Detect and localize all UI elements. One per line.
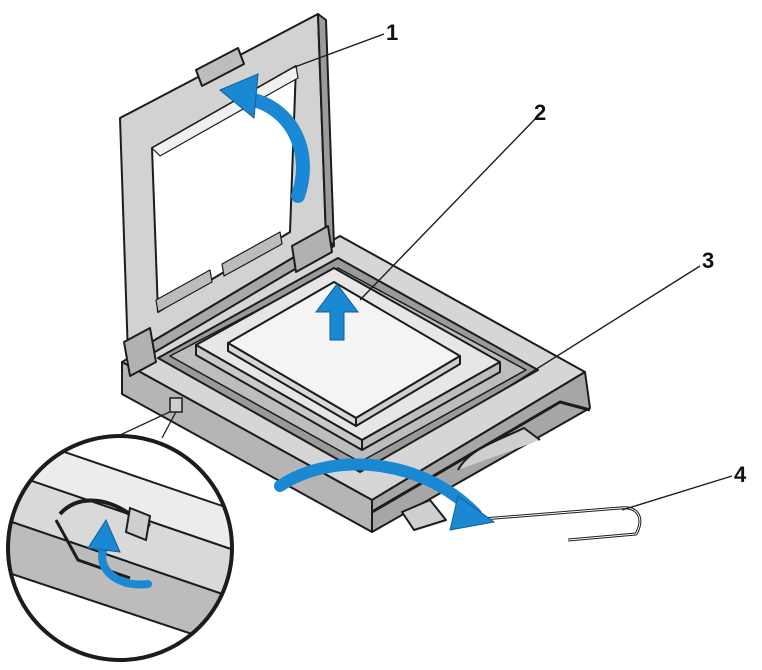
leader-line-1 — [291, 33, 385, 69]
callout-label-3: 3 — [702, 248, 714, 273]
lever-arrow-icon — [274, 458, 496, 531]
leader-line-2 — [359, 117, 537, 301]
cover-tab — [195, 47, 245, 87]
callout-label-1: 1 — [386, 20, 398, 45]
callout-label-2: 2 — [534, 100, 546, 125]
callout-leaders — [291, 33, 733, 511]
detail-arrow-icon — [87, 518, 152, 589]
processor-cover — [119, 13, 335, 377]
leader-line-4 — [621, 475, 733, 511]
processor-arrow-icon — [315, 283, 359, 341]
release-lever — [371, 400, 642, 542]
callout-label-4: 4 — [734, 462, 747, 487]
lever-rod — [469, 506, 642, 542]
leader-line-3 — [499, 265, 701, 393]
processor — [195, 267, 501, 451]
detail-magnifier — [6, 397, 234, 662]
cover-arrow-icon — [219, 73, 310, 203]
